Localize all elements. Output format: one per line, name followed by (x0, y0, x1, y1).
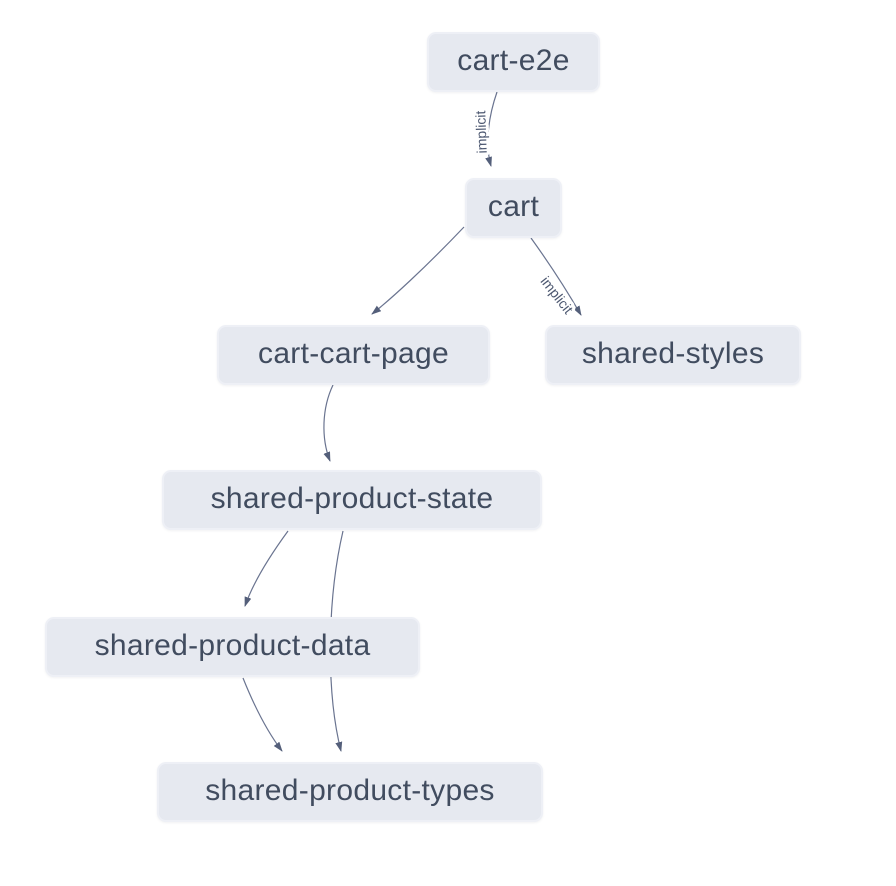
node-label-shared-product-state: shared-product-state (210, 482, 494, 515)
node-label-shared-styles: shared-styles (581, 337, 765, 370)
node-shared-product-data[interactable]: shared-product-data (45, 617, 420, 677)
node-shared-product-state[interactable]: shared-product-state (162, 470, 542, 530)
node-label-shared-product-data: shared-product-data (94, 629, 371, 662)
node-label-shared-product-types: shared-product-types (205, 774, 495, 807)
node-cart-e2e[interactable]: cart-e2e (427, 32, 600, 92)
node-label-cart-e2e: cart-e2e (457, 44, 570, 77)
edge-label-implicit-cart-shared-styles: implicit (538, 273, 577, 317)
node-shared-product-types[interactable]: shared-product-types (157, 762, 543, 822)
node-label-cart: cart (487, 190, 540, 223)
edge-label-implicit-cart-e2e-cart: implicit (472, 110, 489, 153)
edge-cart-to-shared-styles (530, 237, 582, 316)
node-label-cart-cart-page: cart-cart-page (258, 337, 449, 370)
edge-cart-cart-page-to-shared-product-state (323, 384, 334, 462)
edge-cart-to-cart-cart-page (371, 226, 465, 315)
edge-shared-product-data-to-shared-product-types (242, 677, 283, 752)
node-cart[interactable]: cart (465, 178, 562, 238)
edge-cart-e2e-to-cart (485, 91, 498, 167)
node-cart-cart-page[interactable]: cart-cart-page (217, 325, 490, 385)
edge-shared-product-state-to-shared-product-data (244, 530, 289, 607)
node-shared-styles[interactable]: shared-styles (545, 325, 801, 385)
